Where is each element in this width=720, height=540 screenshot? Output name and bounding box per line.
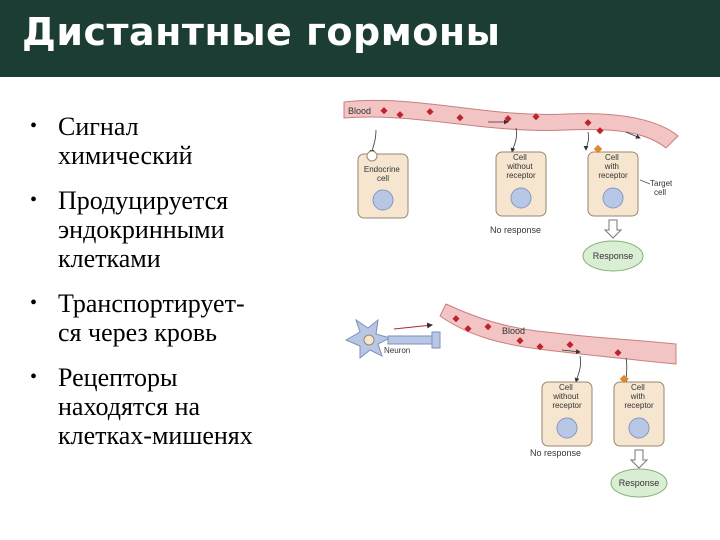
response-ellipse: [610, 468, 668, 498]
blood-label: Blood: [502, 326, 525, 336]
neuroendocrine-panel: Blood Neuron Cell without receptor: [344, 303, 677, 498]
svg-text:Cell without recep: Cell without receptor: [552, 383, 582, 410]
target-cell-label: cell: [654, 188, 666, 197]
cell-label: with: [604, 162, 619, 171]
bullet-icon: •: [30, 115, 38, 137]
cell-without-receptor: [541, 381, 593, 447]
blood-label: Blood: [348, 106, 371, 116]
bullet-text: Продуцируется эндокринными клетками: [58, 186, 229, 273]
response-ellipse: [582, 240, 644, 272]
cell-label: with: [630, 392, 645, 401]
cell-label: without: [506, 162, 533, 171]
down-arrow-icon: [629, 449, 649, 469]
slide-title: Дистантные гормоны: [22, 10, 501, 54]
cell-label: Cell: [513, 153, 527, 162]
endocrine-cell-label: cell: [377, 174, 389, 183]
cell-label: receptor: [552, 401, 582, 410]
cell-with-receptor: [587, 151, 639, 217]
svg-text:Cell without recep: Cell without receptor: [506, 153, 536, 180]
target-cell-label: Target: [650, 179, 673, 188]
bullet-text: Сигнал химический: [58, 112, 193, 170]
cell-label: receptor: [624, 401, 654, 410]
bullet-list: • Сигнал химический • Продуцируется эндокр…: [30, 112, 330, 466]
response-label: Response: [593, 251, 634, 261]
cell-label: receptor: [506, 171, 536, 180]
cell-without-receptor: [495, 151, 547, 217]
bullet-text: Транспортирует- ся через кровь: [58, 289, 245, 347]
blood-vessel: [343, 99, 679, 149]
cell-nucleus: [602, 187, 624, 209]
bullet-icon: •: [30, 292, 38, 314]
endocrine-cell-label: Endocrine: [364, 165, 401, 174]
bullet-icon: •: [30, 366, 38, 388]
cell-nucleus: [628, 417, 650, 439]
no-response-label: No response: [530, 448, 581, 458]
endocrine-cell: [357, 153, 409, 219]
svg-text:Cell with receptor: Cell with receptor: [624, 383, 654, 410]
endocrine-panel: Blood Endocrine cell Cell w: [343, 99, 679, 272]
cell-nucleus: [372, 189, 394, 211]
blood-vessel: [439, 303, 677, 365]
bullet-item: • Сигнал химический: [30, 112, 330, 170]
response-label: Response: [619, 478, 660, 488]
cell-label: Cell: [605, 153, 619, 162]
svg-text:Endocrine cell: Endocrine cell: [364, 165, 402, 183]
bullet-item: • Продуцируется эндокринными клетками: [30, 186, 330, 273]
hormone-diagram: Blood Endocrine cell Cell w: [343, 99, 679, 498]
bullet-item: • Транспортирует- ся через кровь: [30, 289, 330, 347]
svg-text:Cell with receptor: Cell with receptor: [598, 153, 628, 180]
svg-text:Target cell: Target cell: [650, 179, 674, 197]
hormone-molecules: [380, 107, 604, 135]
cell-with-receptor: [613, 381, 665, 447]
cell-label: receptor: [598, 171, 628, 180]
neuron-icon: [344, 318, 441, 360]
cell-nucleus: [556, 417, 578, 439]
cell-label: Cell: [559, 383, 573, 392]
no-response-label: No response: [490, 225, 541, 235]
title-bar: Дистантные гормоны: [0, 0, 720, 77]
bullet-text: Рецепторы находятся на клетках-мишенях: [58, 363, 253, 450]
cell-label: Cell: [631, 383, 645, 392]
bullet-icon: •: [30, 189, 38, 211]
bullet-item: • Рецепторы находятся на клетках-мишенях: [30, 363, 330, 450]
cell-label: without: [552, 392, 579, 401]
cell-nucleus: [510, 187, 532, 209]
neuron-label: Neuron: [384, 346, 410, 355]
hormone-molecules: [452, 315, 622, 357]
down-arrow-icon: [603, 219, 623, 239]
